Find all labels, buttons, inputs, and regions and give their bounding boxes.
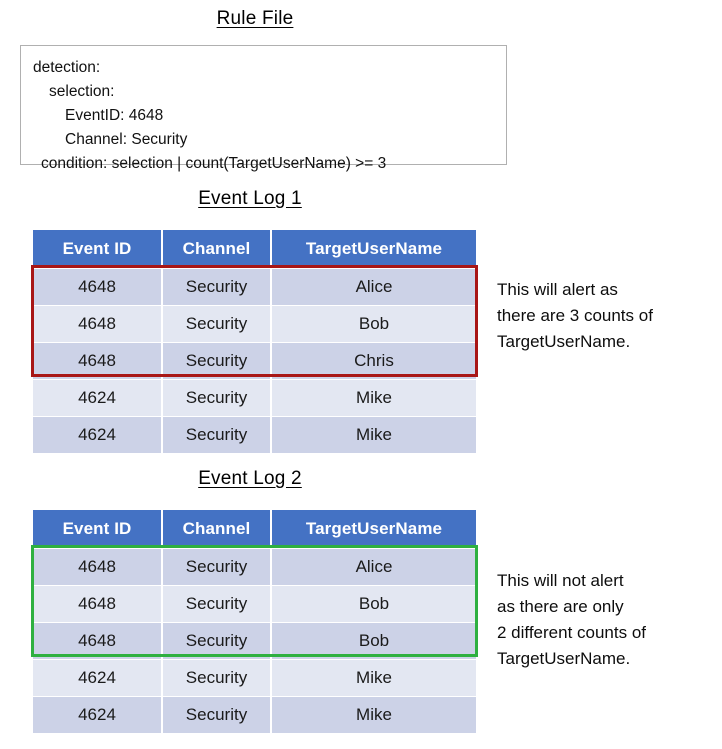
cell-channel: Security	[163, 269, 272, 306]
table-row: 4624 Security Mike	[33, 697, 476, 734]
rule-line-condition: condition: selection | count(TargetUserN…	[41, 155, 387, 172]
cell-channel: Security	[163, 417, 272, 454]
table-row: 4648 Security Bob	[33, 586, 476, 623]
cell-event-id: 4648	[33, 623, 163, 660]
cell-targetusername: Bob	[272, 623, 476, 660]
cell-channel: Security	[163, 380, 272, 417]
cell-event-id: 4648	[33, 586, 163, 623]
table-row: 4648 Security Chris	[33, 343, 476, 380]
cell-targetusername: Chris	[272, 343, 476, 380]
page-title-rule-file: Rule File	[216, 8, 294, 29]
column-header-targetusername: TargetUserName	[272, 510, 476, 549]
cell-targetusername: Alice	[272, 269, 476, 306]
page-title-event-log-1: Event Log 1	[198, 188, 302, 209]
rule-line-detection: detection:	[33, 59, 101, 76]
table-header-row: Event ID Channel TargetUserName	[33, 510, 476, 549]
cell-targetusername: Mike	[272, 380, 476, 417]
cell-event-id: 4648	[33, 269, 163, 306]
annotation-event-log-2: This will not alert as there are only 2 …	[497, 568, 719, 672]
table-row: 4624 Security Mike	[33, 417, 476, 454]
cell-targetusername: Bob	[272, 306, 476, 343]
cell-event-id: 4648	[33, 549, 163, 586]
column-header-channel: Channel	[163, 230, 272, 269]
page-title-event-log-2: Event Log 2	[198, 468, 302, 489]
table-row: 4648 Security Alice	[33, 549, 476, 586]
cell-event-id: 4624	[33, 697, 163, 734]
cell-channel: Security	[163, 697, 272, 734]
event-log-1-table: Event ID Channel TargetUserName 4648 Sec…	[33, 230, 476, 454]
cell-channel: Security	[163, 343, 272, 380]
table-row: 4624 Security Mike	[33, 380, 476, 417]
annotation-line: as there are only	[497, 597, 624, 616]
cell-event-id: 4648	[33, 306, 163, 343]
cell-channel: Security	[163, 660, 272, 697]
cell-event-id: 4624	[33, 417, 163, 454]
annotation-line: 2 different counts of	[497, 623, 647, 642]
column-header-channel: Channel	[163, 510, 272, 549]
event-log-2-table: Event ID Channel TargetUserName 4648 Sec…	[33, 510, 476, 734]
cell-channel: Security	[163, 549, 272, 586]
cell-targetusername: Alice	[272, 549, 476, 586]
cell-channel: Security	[163, 306, 272, 343]
column-header-event-id: Event ID	[33, 230, 163, 269]
rule-line-eventid: EventID: 4648	[65, 107, 164, 124]
column-header-targetusername: TargetUserName	[272, 230, 476, 269]
column-header-event-id: Event ID	[33, 510, 163, 549]
cell-targetusername: Mike	[272, 697, 476, 734]
cell-targetusername: Mike	[272, 660, 476, 697]
table-row: 4648 Security Bob	[33, 306, 476, 343]
cell-event-id: 4624	[33, 660, 163, 697]
cell-event-id: 4624	[33, 380, 163, 417]
table-header-row: Event ID Channel TargetUserName	[33, 230, 476, 269]
table-row: 4648 Security Alice	[33, 269, 476, 306]
cell-targetusername: Bob	[272, 586, 476, 623]
annotation-line: This will alert as	[497, 280, 618, 299]
rule-line-channel: Channel: Security	[65, 131, 188, 148]
annotation-line: TargetUserName.	[497, 332, 631, 351]
annotation-line: This will not alert	[497, 571, 624, 590]
table-row: 4624 Security Mike	[33, 660, 476, 697]
table-row: 4648 Security Bob	[33, 623, 476, 660]
annotation-line: there are 3 counts of	[497, 306, 653, 325]
cell-targetusername: Mike	[272, 417, 476, 454]
rule-line-selection: selection:	[49, 83, 115, 100]
annotation-line: TargetUserName.	[497, 649, 631, 668]
cell-channel: Security	[163, 623, 272, 660]
cell-channel: Security	[163, 586, 272, 623]
rule-file-box: detection: selection: EventID: 4648 Chan…	[20, 45, 507, 172]
annotation-event-log-1: This will alert as there are 3 counts of…	[497, 277, 719, 355]
cell-event-id: 4648	[33, 343, 163, 380]
